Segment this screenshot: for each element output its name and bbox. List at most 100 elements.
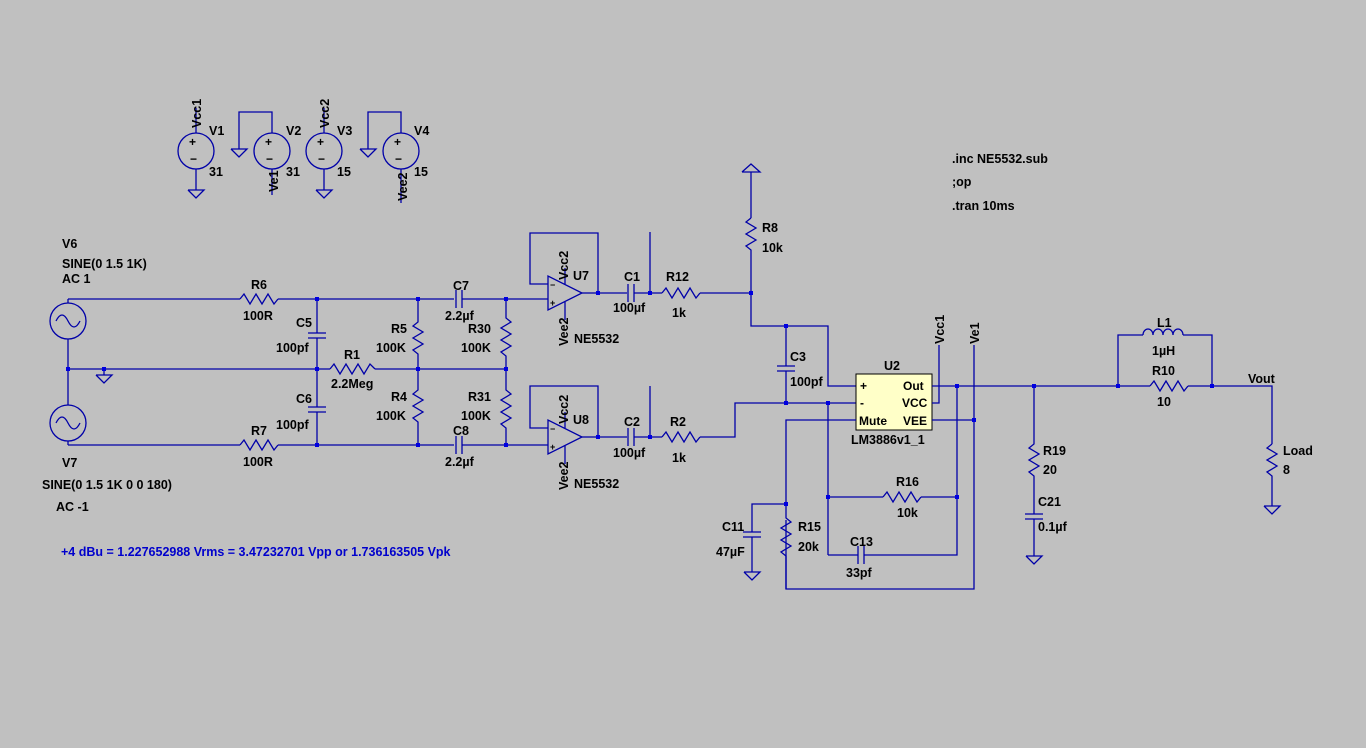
source-value: 15	[337, 165, 351, 179]
directive-inc[interactable]: .inc NE5532.sub	[952, 152, 1048, 166]
opamp-u7[interactable]: − + Vcc2 Vee2 U7 NE5532	[529, 232, 619, 346]
r8-name: R8	[762, 221, 778, 235]
svg-text:−: −	[318, 152, 325, 166]
supply-arrow	[741, 163, 762, 218]
resistor-r4[interactable]	[411, 369, 425, 445]
source-name: V1	[209, 124, 224, 138]
source-v6[interactable]: V6 SINE(0 1.5 1K) AC 1	[49, 237, 147, 369]
capacitor-c11[interactable]	[743, 531, 762, 581]
capacitor-c1[interactable]	[627, 284, 635, 302]
svg-text:+: +	[317, 135, 324, 149]
resistor-r19[interactable]	[1027, 386, 1041, 514]
source-value: 31	[286, 165, 300, 179]
source-v1[interactable]: + − Vcc1 V1 31	[177, 99, 224, 199]
capacitor-c5[interactable]	[308, 299, 326, 369]
source-v2[interactable]: + − Ve1 V2 31	[230, 111, 301, 195]
r31-value: 100K	[461, 409, 491, 423]
resistor-r2[interactable]	[661, 430, 701, 444]
resistor-r31[interactable]	[499, 369, 513, 445]
resistor-load[interactable]	[1265, 443, 1279, 506]
directive-tran[interactable]: .tran 10ms	[952, 199, 1015, 213]
r16-value: 10k	[897, 506, 918, 520]
c7-name: C7	[453, 279, 469, 293]
amplifier-u2[interactable]: + - Mute Out VCC VEE U2 LM3886v1_1	[851, 359, 933, 447]
c6-value: 100pf	[276, 418, 309, 432]
c5-value: 100pf	[276, 341, 309, 355]
ground-symbol	[68, 368, 506, 384]
resistor-r7[interactable]	[239, 438, 279, 452]
resistor-r30[interactable]	[499, 299, 513, 369]
source-spec: SINE(0 1.5 1K)	[62, 257, 147, 271]
directive-op[interactable]: ;op	[952, 175, 972, 189]
net-label: Vee2	[396, 172, 410, 201]
source-v4[interactable]: + − Vee2 V4 15	[359, 111, 429, 203]
source-v3[interactable]: + − Vcc2 V3 15	[305, 99, 352, 199]
l1-value: 1µH	[1152, 344, 1175, 358]
svg-text:−: −	[266, 152, 273, 166]
source-name: V6	[62, 237, 77, 251]
net-label: Ve1	[267, 170, 281, 192]
u7-vcc-label: Vcc2	[557, 251, 571, 280]
r30-value: 100K	[461, 341, 491, 355]
resistor-r16[interactable]	[882, 490, 922, 504]
capacitor-c6[interactable]	[308, 369, 326, 445]
c2-value: 100µf	[613, 446, 646, 460]
u2-pin-out: Out	[903, 379, 924, 393]
c6-name: C6	[296, 392, 312, 406]
svg-text:−: −	[190, 152, 197, 166]
svg-text:+: +	[189, 135, 196, 149]
source-name: V4	[414, 124, 429, 138]
source-value: 15	[414, 165, 428, 179]
net-vcc1: Vcc1	[933, 315, 947, 344]
c8-value: 2.2µf	[445, 455, 475, 469]
source-v7[interactable]: V7 SINE(0 1.5 1K 0 0 180) AC -1	[42, 369, 172, 514]
resistor-r10[interactable]	[1149, 379, 1189, 393]
r4-value: 100K	[376, 409, 406, 423]
dbu-note[interactable]: +4 dBu = 1.227652988 Vrms = 3.47232701 V…	[61, 545, 451, 559]
load-value: 8	[1283, 463, 1290, 477]
c11-value: 47µF	[716, 545, 745, 559]
capacitor-c21[interactable]	[1025, 513, 1044, 565]
resistor-r6[interactable]	[239, 292, 279, 306]
capacitor-c2[interactable]	[627, 428, 635, 446]
u2-value: LM3886v1_1	[851, 433, 925, 447]
r19-name: R19	[1043, 444, 1066, 458]
net-vout: Vout	[1248, 372, 1276, 386]
capacitor-c7[interactable]	[455, 290, 548, 308]
u8-vee-label: Vee2	[557, 461, 571, 490]
r15-value: 20k	[798, 540, 819, 554]
inductor-l1[interactable]	[1142, 328, 1184, 336]
c1-value: 100µf	[613, 301, 646, 315]
source-ac: AC -1	[56, 500, 89, 514]
l1-name: L1	[1157, 316, 1172, 330]
r16-name: R16	[896, 475, 919, 489]
r5-name: R5	[391, 322, 407, 336]
net-ve1: Ve1	[968, 322, 982, 344]
r15-name: R15	[798, 520, 821, 534]
opamp-u8[interactable]: − + Vcc2 Vee2 U8 NE5532	[529, 385, 619, 491]
net-label: Vcc2	[318, 99, 332, 128]
u8-vcc-label: Vcc2	[557, 395, 571, 424]
source-name: V2	[286, 124, 301, 138]
r2-value: 1k	[672, 451, 686, 465]
source-name: V3	[337, 124, 352, 138]
resistor-r5[interactable]	[411, 299, 425, 369]
r5-value: 100K	[376, 341, 406, 355]
u2-pin-minus: -	[860, 396, 864, 410]
c5-name: C5	[296, 316, 312, 330]
resistor-r1[interactable]	[329, 362, 376, 376]
c7-value: 2.2µf	[445, 309, 475, 323]
load-name: Load	[1283, 444, 1313, 458]
capacitor-c8[interactable]	[455, 436, 548, 454]
resistor-r8[interactable]	[744, 217, 758, 293]
u2-name: U2	[884, 359, 900, 373]
svg-text:−: −	[395, 152, 402, 166]
source-ac: AC 1	[62, 272, 91, 286]
r30-name: R30	[468, 322, 491, 336]
capacitor-c3[interactable]	[777, 326, 795, 403]
u7-name: U7	[573, 269, 589, 283]
resistor-r12[interactable]	[661, 286, 701, 300]
resistor-r15[interactable]	[779, 504, 793, 589]
u7-value: NE5532	[574, 332, 619, 346]
